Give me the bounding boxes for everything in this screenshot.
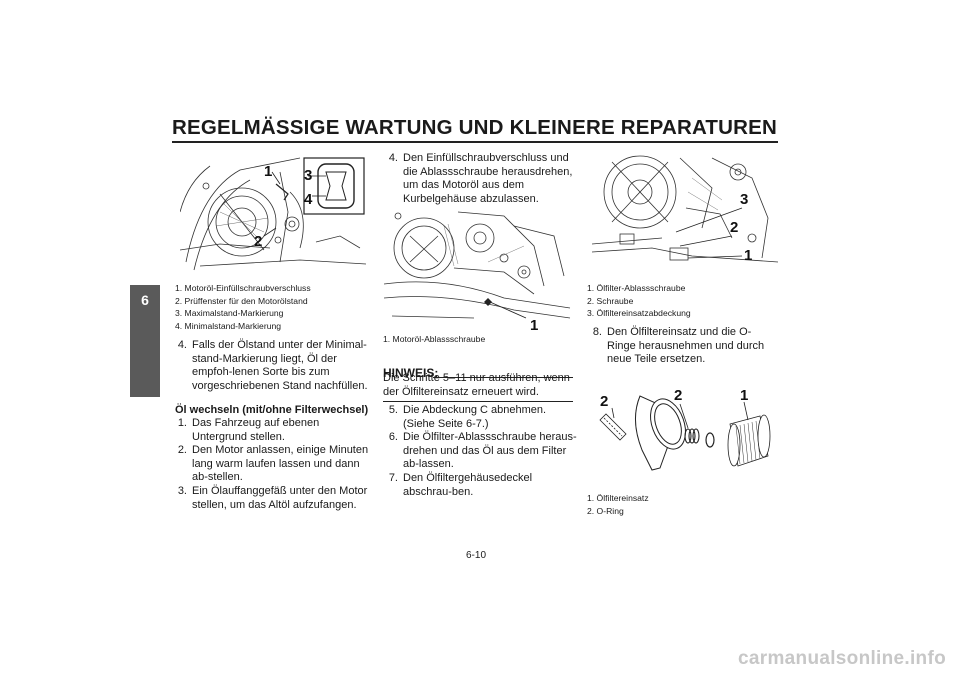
column3-step8: 8. Den Ölfiltereinsatz und die O-Ringe h…: [585, 326, 779, 367]
figure3-captions: 1. Ölfilter-Ablassschraube 2. Schraube 3…: [587, 282, 691, 320]
list-item: 3. Ein Ölauffanggefäß unter den Motor st…: [177, 484, 368, 511]
section-heading: Öl wechseln (mit/ohne Filterwechsel): [175, 404, 369, 416]
caption-item: 4. Minimalstand-Markierung: [175, 320, 282, 331]
caption-item: 3. Maximalstand-Markierung: [175, 308, 284, 319]
chapter-tab: 6: [130, 285, 160, 397]
callout-4: 4: [304, 191, 313, 208]
note-rule: [383, 401, 573, 402]
list-item: 4. Falls der Ölstand unter der Minimal-s…: [177, 339, 368, 392]
figure-drain-bolt: 1: [384, 206, 572, 332]
note-label-rule: [433, 377, 573, 378]
caption-item: 1. Motoröl-Ablassschraube: [383, 334, 486, 344]
callout-1: 1: [530, 317, 538, 332]
callout-2: 2: [254, 233, 262, 250]
list-item: 6. Die Ölfilter-Ablassschraube heraus-dr…: [388, 431, 577, 471]
callout-1: 1: [264, 163, 272, 180]
list-item: 1. Das Fahrzeug auf ebenen Untergrund st…: [177, 417, 320, 443]
caption-item: 1. Ölfilter-Ablassschraube: [587, 283, 686, 293]
list-item: 5. Die Abdeckung C abnehmen. (Siehe Seit…: [388, 404, 547, 430]
callout-1: 1: [740, 387, 748, 404]
page-number: 6-10: [466, 550, 487, 561]
figure2-captions: 1. Motoröl-Ablassschraube: [383, 333, 485, 346]
column2-step4: 4. Den Einfüllschraubverschluss und die …: [381, 152, 577, 206]
figure-oil-filter-cover: 3 2 1: [592, 148, 780, 276]
caption-item: 3. Ölfiltereinsatzabdeckung: [587, 308, 691, 319]
list-item: 7. Den Ölfiltergehäusedeckel abschrau-be…: [388, 471, 533, 498]
caption-item: 2. Schraube: [587, 295, 634, 306]
figure-oil-filter-parts: 2 2 1: [590, 380, 776, 488]
callout-2: 2: [600, 393, 608, 410]
caption-item: 2. O-Ring: [587, 505, 624, 516]
column2-steps: 5. Die Abdeckung C abnehmen. (Siehe Seit…: [381, 404, 577, 499]
figure1-captions: 1. Motoröl-Einfüllschraubverschluss 2. P…: [175, 282, 311, 332]
watermark: carmanualsonline.info: [738, 648, 946, 669]
list-item: 8. Den Ölfiltereinsatz und die O-Ringe h…: [592, 326, 765, 366]
callout-3: 3: [740, 191, 748, 208]
note-label: HINWEIS:: [383, 366, 439, 380]
list-item: 2. Den Motor anlassen, einige Minuten la…: [177, 444, 369, 484]
page-title: REGELMÄSSIGE WARTUNG UND KLEINERE REPARA…: [172, 116, 778, 139]
callout-2: 2: [730, 219, 738, 236]
figure4-captions: 1. Ölfiltereinsatz 2. O-Ring: [587, 492, 649, 517]
callout-1: 1: [744, 247, 752, 264]
callout-3: 3: [304, 167, 312, 184]
figure-oil-level: 1 2 3 4: [180, 152, 368, 276]
title-rule: [172, 141, 778, 143]
list-item: 4. Den Einfüllschraubverschluss und die …: [388, 152, 573, 205]
caption-item: 1. Ölfiltereinsatz: [587, 493, 649, 503]
note-text: Die Schritte 5–11 nur ausführen, wenn de…: [383, 372, 570, 398]
callout-2: 2: [674, 387, 682, 404]
caption-item: 2. Prüffenster für den Motorölstand: [175, 295, 308, 306]
caption-item: 1. Motoröl-Einfüllschraubverschluss: [175, 283, 311, 293]
column1-step4: 4. Falls der Ölstand unter der Minimal-s…: [170, 339, 370, 393]
column1-steps: 1. Das Fahrzeug auf ebenen Untergrund st…: [170, 417, 370, 512]
